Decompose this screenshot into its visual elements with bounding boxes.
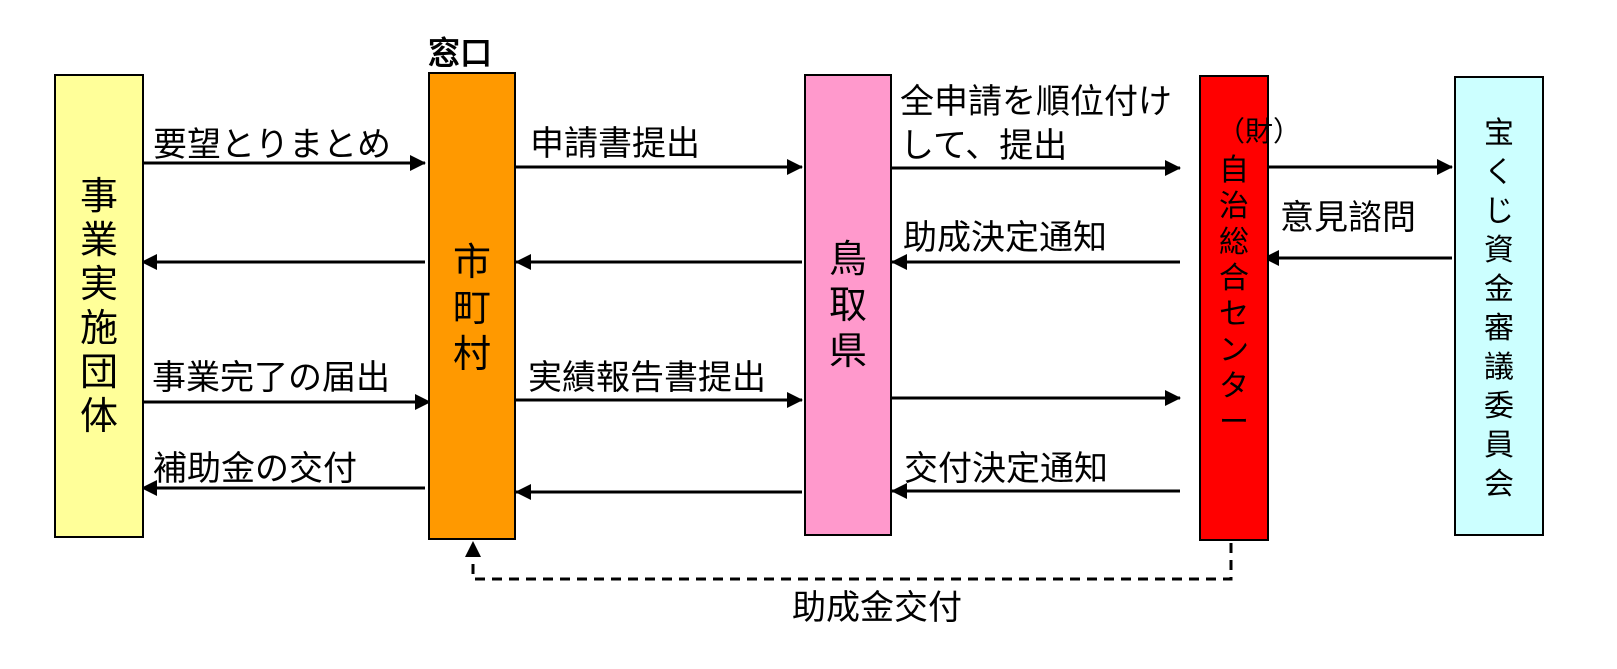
shichoson-label: 市町村 — [452, 240, 491, 376]
jigyo-label: 事業実施団体 — [79, 174, 118, 438]
label-iken: 意見諮問 — [1280, 198, 1416, 238]
center-label: 自治総合センター — [1219, 153, 1249, 440]
box-jichi-sogo-center: （財） 自治総合センター — [1199, 75, 1302, 541]
label-yobo: 要望とりまとめ — [153, 125, 391, 165]
box-tottori: 鳥取県 — [804, 74, 892, 536]
label-kofu-kettei: 交付決定通知 — [904, 449, 1108, 489]
label-zenshinsei-2: して、提出 — [900, 126, 1068, 166]
label-kanryo: 事業完了の届出 — [152, 358, 390, 398]
label-josei-kettei: 助成決定通知 — [903, 218, 1107, 258]
label-zenshinsei-1: 全申請を順位付け — [900, 82, 1172, 122]
madoguchi-label: 窓口 — [428, 34, 493, 72]
center-prefix: （財） — [1217, 115, 1302, 148]
box-takarakuji-committee: 宝くじ資金審議委員会 — [1454, 76, 1544, 536]
box-shichoson: 市町村 — [428, 72, 516, 540]
box-jigyo-jisshi-dantai: 事業実施団体 — [54, 74, 144, 538]
label-josei-kofu: 助成金交付 — [792, 588, 962, 628]
arrow-josei-kofu — [465, 541, 1233, 581]
label-kofu: 補助金の交付 — [153, 449, 357, 489]
tottori-label: 鳥取県 — [828, 237, 867, 373]
label-jisseki: 実績報告書提出 — [528, 358, 766, 398]
committee-label: 宝くじ資金審議委員会 — [1484, 116, 1514, 502]
label-shinseisho: 申請書提出 — [530, 124, 700, 164]
